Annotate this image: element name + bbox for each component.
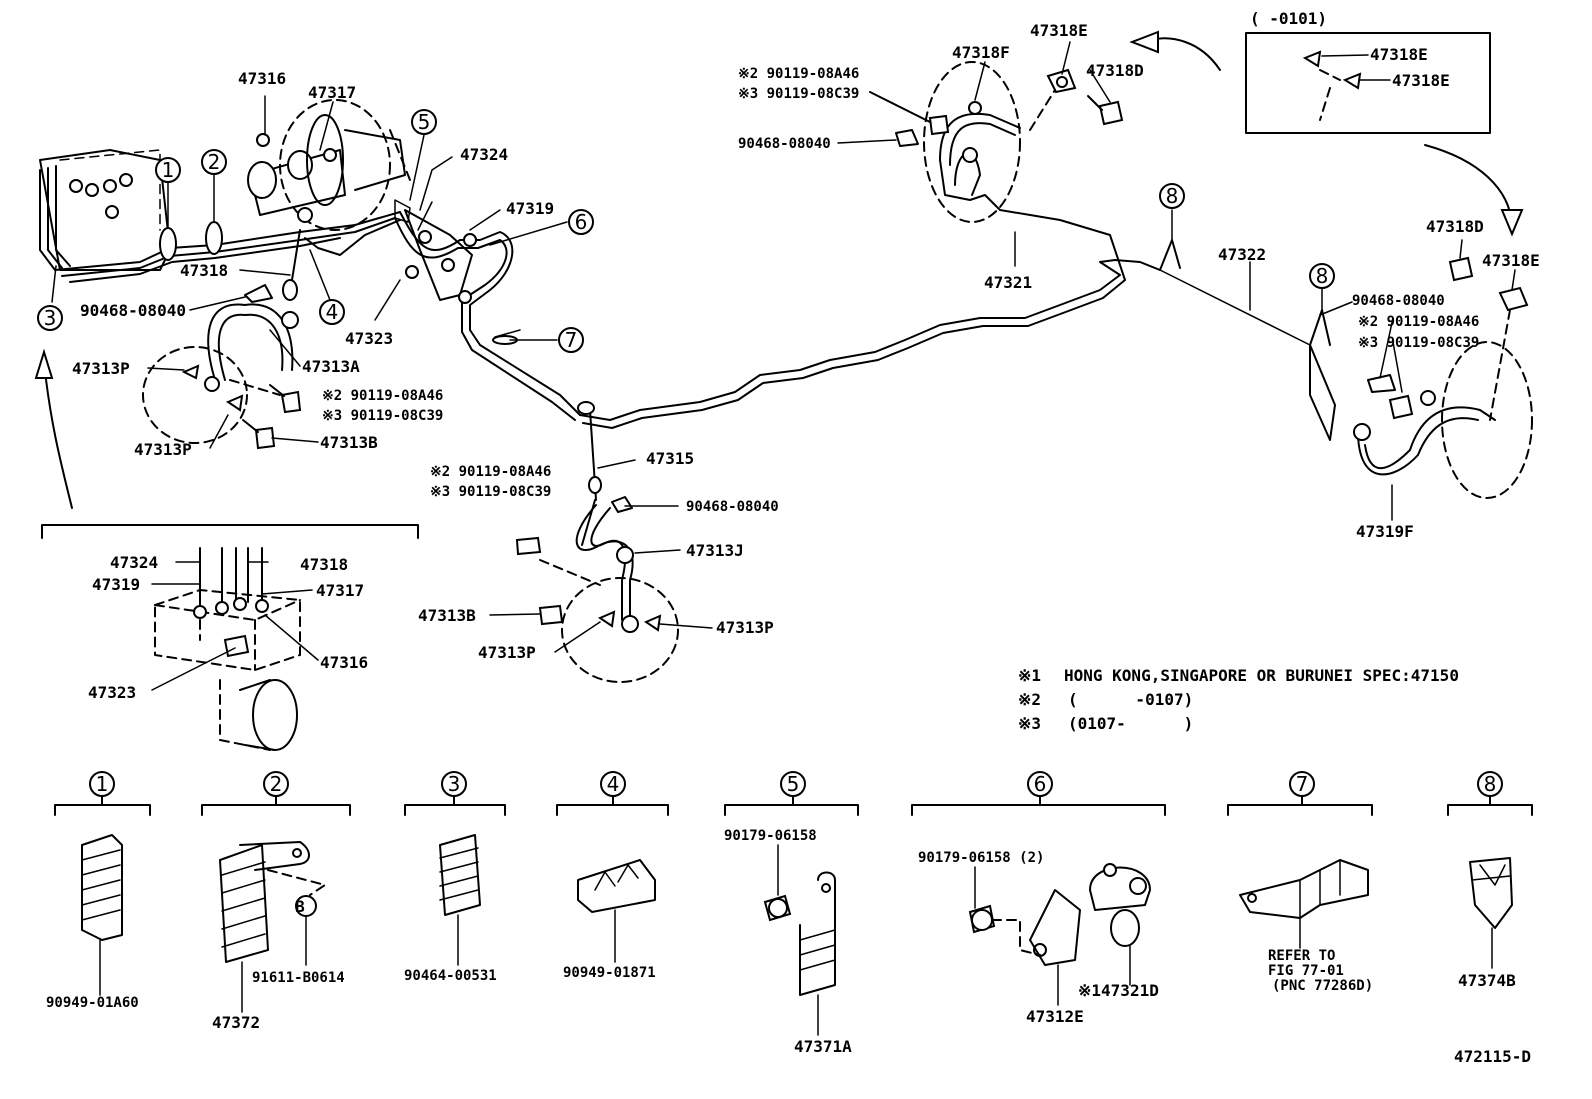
part-label: 47318E [1392, 71, 1450, 90]
master-cylinder-assembly [34, 99, 411, 509]
part-label: ※3 90119-08C39 [322, 408, 443, 424]
inset-box [1245, 32, 1524, 237]
part-label: 47322 [1218, 245, 1266, 264]
detail-label: 47372 [212, 1013, 260, 1032]
note-text: HONG KONG,SINGAPORE OR BURUNEI SPEC:4715… [1064, 666, 1459, 685]
detail-label: 90949-01A60 [46, 995, 139, 1011]
callout-2: 2 [208, 150, 221, 174]
detail-label-b: B [295, 897, 305, 916]
callout-3: 3 [44, 306, 57, 330]
callout-5: 5 [418, 110, 431, 134]
detail-label: FIG 77-01 [1268, 963, 1344, 979]
part-label: 47319 [506, 199, 554, 218]
part-label: 47317 [308, 83, 356, 102]
part-label: 47316 [320, 653, 368, 672]
part-label: 47318E [1370, 45, 1428, 64]
part-label: 47324 [460, 145, 508, 164]
part-label: 47317 [316, 581, 364, 600]
note-text: (0107- ) [1068, 714, 1193, 733]
part-label: 47313P [134, 440, 192, 459]
part-label: 47318D [1426, 217, 1484, 236]
leader-lines [51, 41, 1516, 691]
detail-label: 47374B [1458, 971, 1516, 990]
detail-callout-4: 4 [607, 772, 620, 796]
part-label: 47318 [180, 261, 228, 280]
inset-range: ( -0101) [1250, 9, 1327, 28]
detail-label: REFER TO [1268, 948, 1335, 964]
note-text: ( -0107) [1068, 690, 1193, 709]
callout-7: 7 [565, 328, 578, 352]
detail-label: 47371A [794, 1037, 852, 1056]
detail-label: 90949-01871 [563, 965, 656, 981]
detail-label: 90179-06158 [724, 828, 817, 844]
detail-callout-8: 8 [1484, 772, 1497, 796]
detail-callout-3: 3 [448, 772, 461, 796]
part-label: 47313B [418, 606, 476, 625]
callout-circles: 1 2 3 4 5 6 7 8 8 1 2 3 4 5 6 7 8 [37, 109, 1503, 797]
part-label: 47324 [110, 553, 158, 572]
part-label: ※2 90119-08A46 [322, 388, 443, 404]
note-mark: ※3 [1018, 714, 1041, 733]
part-label: 47323 [88, 683, 136, 702]
detail-callout-6: 6 [1034, 772, 1047, 796]
detail-label: 91611-B0614 [252, 970, 345, 986]
detail-callout-1: 1 [96, 772, 109, 796]
bracket-assembly-center [394, 199, 581, 421]
part-label: 47318 [300, 555, 348, 574]
part-label: 47313P [716, 618, 774, 637]
part-label: ※2 90119-08A46 [430, 464, 551, 480]
part-label: ※2 90119-08A46 [738, 66, 859, 82]
part-label: 47318E [1030, 21, 1088, 40]
detail-label: 90464-00531 [404, 968, 497, 984]
brake-tube-47321 [515, 159, 1331, 683]
callout-6: 6 [575, 210, 588, 234]
part-label: 47318E [1482, 251, 1540, 270]
part-label: 47318F [952, 43, 1010, 62]
detail-label: 47312E [1026, 1007, 1084, 1026]
part-label: 47313P [72, 359, 130, 378]
part-label: 47313B [320, 433, 378, 452]
part-label: 47313P [478, 643, 536, 662]
part-label: ※3 90119-08C39 [1358, 335, 1479, 351]
part-label: 47318D [1086, 61, 1144, 80]
part-label: 90468-08040 [80, 301, 186, 320]
part-label: ※3 90119-08C39 [738, 86, 859, 102]
detail-callout-5: 5 [787, 772, 800, 796]
part-label: 47313J [686, 541, 744, 560]
note-mark: ※1 [1018, 666, 1041, 685]
doc-number: 472115-D [1454, 1047, 1531, 1066]
part-label: 47316 [238, 69, 286, 88]
rear-right-hose [1309, 256, 1533, 499]
callout-4: 4 [326, 300, 339, 324]
part-label: 90468-08040 [1352, 293, 1445, 309]
detail-callout-2: 2 [270, 772, 283, 796]
part-label: 47319F [1356, 522, 1414, 541]
callout-1: 1 [162, 158, 175, 182]
front-right-hose [869, 30, 1221, 223]
part-label: 47315 [646, 449, 694, 468]
callout-8: 8 [1166, 184, 1179, 208]
part-label: 47323 [345, 329, 393, 348]
part-label: 90468-08040 [686, 499, 779, 515]
callout-8b: 8 [1316, 264, 1329, 288]
part-label: ※2 90119-08A46 [1358, 314, 1479, 330]
note-mark: ※2 [1018, 690, 1041, 709]
part-label: 90468-08040 [738, 136, 831, 152]
detail-callout-7: 7 [1296, 772, 1309, 796]
part-label: ※3 90119-08C39 [430, 484, 551, 500]
labels: 47316 47317 47324 47319 47318 47323 9046… [46, 9, 1540, 1066]
detail-label: ※147321D [1078, 981, 1159, 1000]
part-label: 47313A [302, 357, 360, 376]
junction-block-detail [41, 524, 419, 751]
part-label: 47321 [984, 273, 1032, 292]
detail-label: (PNC 77286D) [1272, 978, 1373, 994]
detail-row [54, 795, 1533, 1036]
detail-label: 90179-06158 (2) [918, 850, 1044, 866]
part-label: 47319 [92, 575, 140, 594]
